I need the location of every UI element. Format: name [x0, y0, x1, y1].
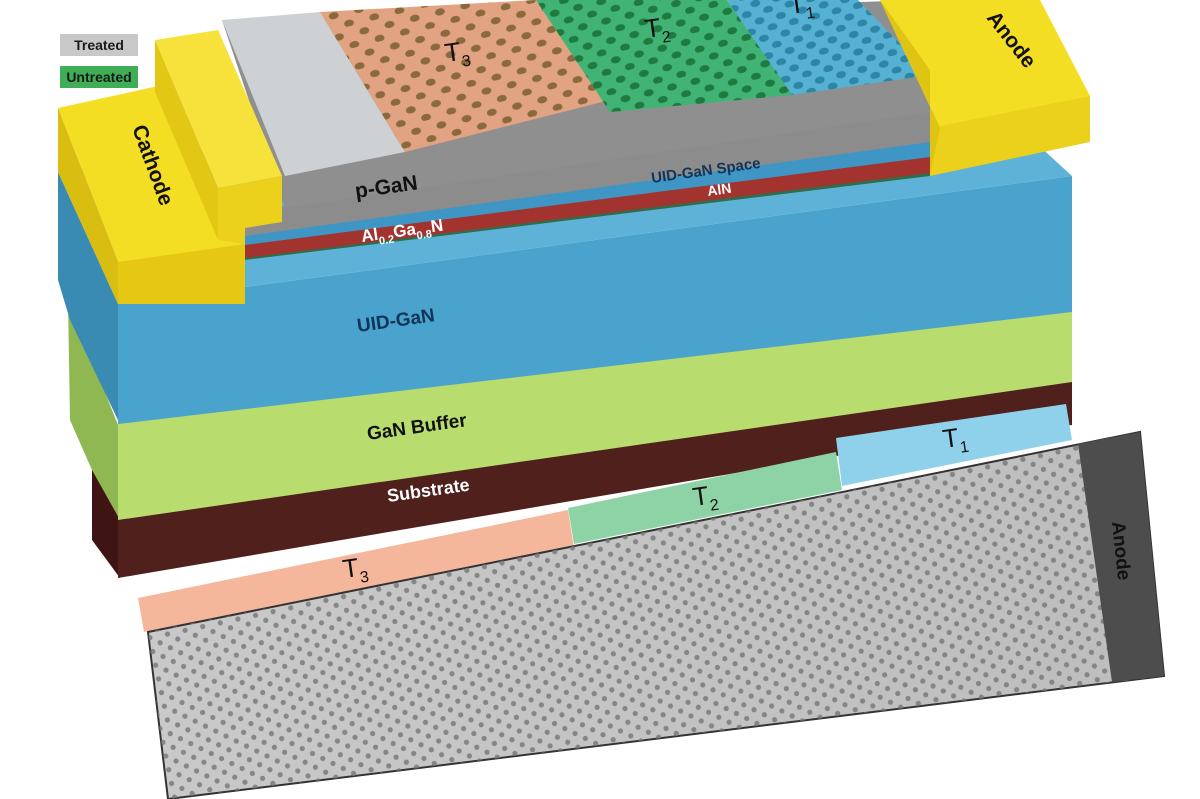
t3-label-top: T3 — [443, 35, 473, 73]
legend-treated-swatch — [60, 34, 138, 56]
algan-sub2: 0.8 — [416, 228, 433, 242]
legend-untreated-label: Untreated — [66, 69, 131, 85]
cathode-front — [118, 244, 245, 304]
t2-band-sub: 2 — [709, 497, 720, 515]
cathode-step-front — [218, 176, 282, 244]
t3-band — [138, 510, 574, 632]
aln-label: AlN — [706, 180, 732, 199]
anode-top — [880, 0, 1090, 128]
cathode-step-top — [155, 30, 282, 188]
algan-sub1: 0.2 — [378, 234, 395, 248]
gan-buffer-layer — [118, 306, 1072, 520]
t3-label-band: T3 — [341, 551, 371, 589]
t2-label-top: T2 — [643, 11, 673, 49]
cathode-step-side — [155, 40, 218, 240]
t1-band-sub: 1 — [959, 439, 970, 457]
t3-band-letter: T — [341, 552, 361, 584]
cathode-side — [58, 108, 118, 304]
untreated-strip — [222, 12, 405, 176]
t1-band — [836, 404, 1072, 486]
t3-band-sub: 3 — [359, 569, 370, 587]
uid-gan-layer — [118, 176, 1072, 424]
uid-gan-side — [58, 172, 118, 420]
t1-band-letter: T — [941, 422, 961, 454]
t1-sub: 1 — [805, 5, 816, 23]
t3-sub: 3 — [461, 53, 472, 71]
algan-end: N — [430, 216, 445, 237]
cathode-top-lower — [58, 86, 245, 262]
t3-letter: T — [443, 36, 463, 68]
micrograph-anode-strip — [1078, 432, 1164, 682]
uid-space-layer — [245, 140, 930, 245]
substrate-layer — [118, 376, 1072, 578]
t2-label-band: T2 — [691, 479, 721, 517]
t1-label-band: T1 — [941, 421, 971, 459]
t2-band — [568, 452, 842, 544]
svg-text:Al0.2Ga0.8N: Al0.2Ga0.8N — [360, 216, 445, 250]
t1-letter: T — [787, 0, 807, 20]
algan-base: Al — [360, 225, 379, 246]
pgan-front — [245, 110, 930, 236]
anode-front — [930, 96, 1090, 176]
legend-treated-label: Treated — [74, 37, 124, 53]
t2-band-letter: T — [691, 480, 711, 512]
algan-layer — [245, 156, 930, 258]
algan-label: Al0.2Ga0.8N — [360, 216, 445, 250]
t1-label-top: T1 — [787, 0, 817, 25]
algan-mid: Ga — [392, 219, 418, 241]
buffer-side — [68, 300, 120, 520]
legend-untreated-swatch — [60, 66, 138, 88]
t2-letter: T — [643, 12, 663, 44]
t2-sub: 2 — [661, 29, 672, 47]
anode-left — [880, 0, 940, 176]
